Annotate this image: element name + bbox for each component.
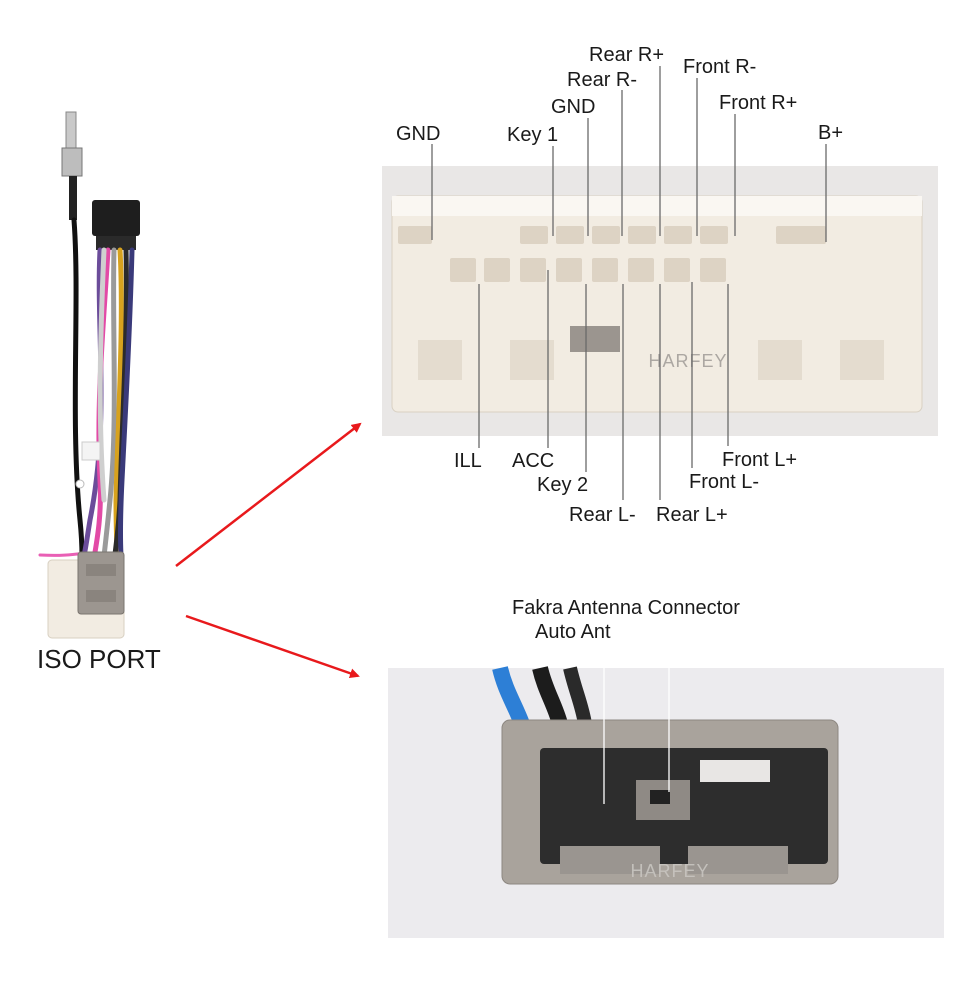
label-ill: ILL [454, 450, 482, 472]
label-key-1: Key 1 [507, 124, 559, 146]
label-acc: ACC [512, 450, 555, 472]
label-front-l-minus: Front L- [689, 471, 760, 493]
label-front-l-plus: Front L+ [722, 449, 798, 471]
iso-port-label: ISO PORT [37, 644, 161, 674]
label-b-plus: B+ [818, 122, 844, 144]
iso-harness-image [38, 111, 140, 639]
label-front-r-minus: Front R- [683, 56, 757, 78]
label-front-r-plus: Front R+ [719, 92, 798, 114]
label-auto-ant: Auto Ant [535, 621, 611, 643]
label-rear-l-minus: Rear L- [569, 504, 636, 526]
top-callout-lines [431, 66, 827, 500]
label-gnd-left: GND [396, 123, 441, 145]
bottom-connector-photo: HARFEY [388, 666, 944, 938]
arrow-to-top-connector [175, 422, 362, 567]
label-key-2: Key 2 [537, 474, 589, 496]
label-gnd: GND [551, 96, 596, 118]
label-rear-r-minus: Rear R- [567, 69, 638, 91]
arrow-to-bottom-connector [185, 614, 360, 679]
top-watermark: HARFEY [648, 351, 727, 371]
bottom-callout-lines [603, 620, 670, 804]
label-rear-r-plus: Rear R+ [589, 44, 665, 66]
bottom-watermark: HARFEY [630, 861, 709, 881]
label-rear-l-plus: Rear L+ [656, 504, 728, 526]
label-fakra-antenna: Fakra Antenna Connector [512, 597, 740, 619]
